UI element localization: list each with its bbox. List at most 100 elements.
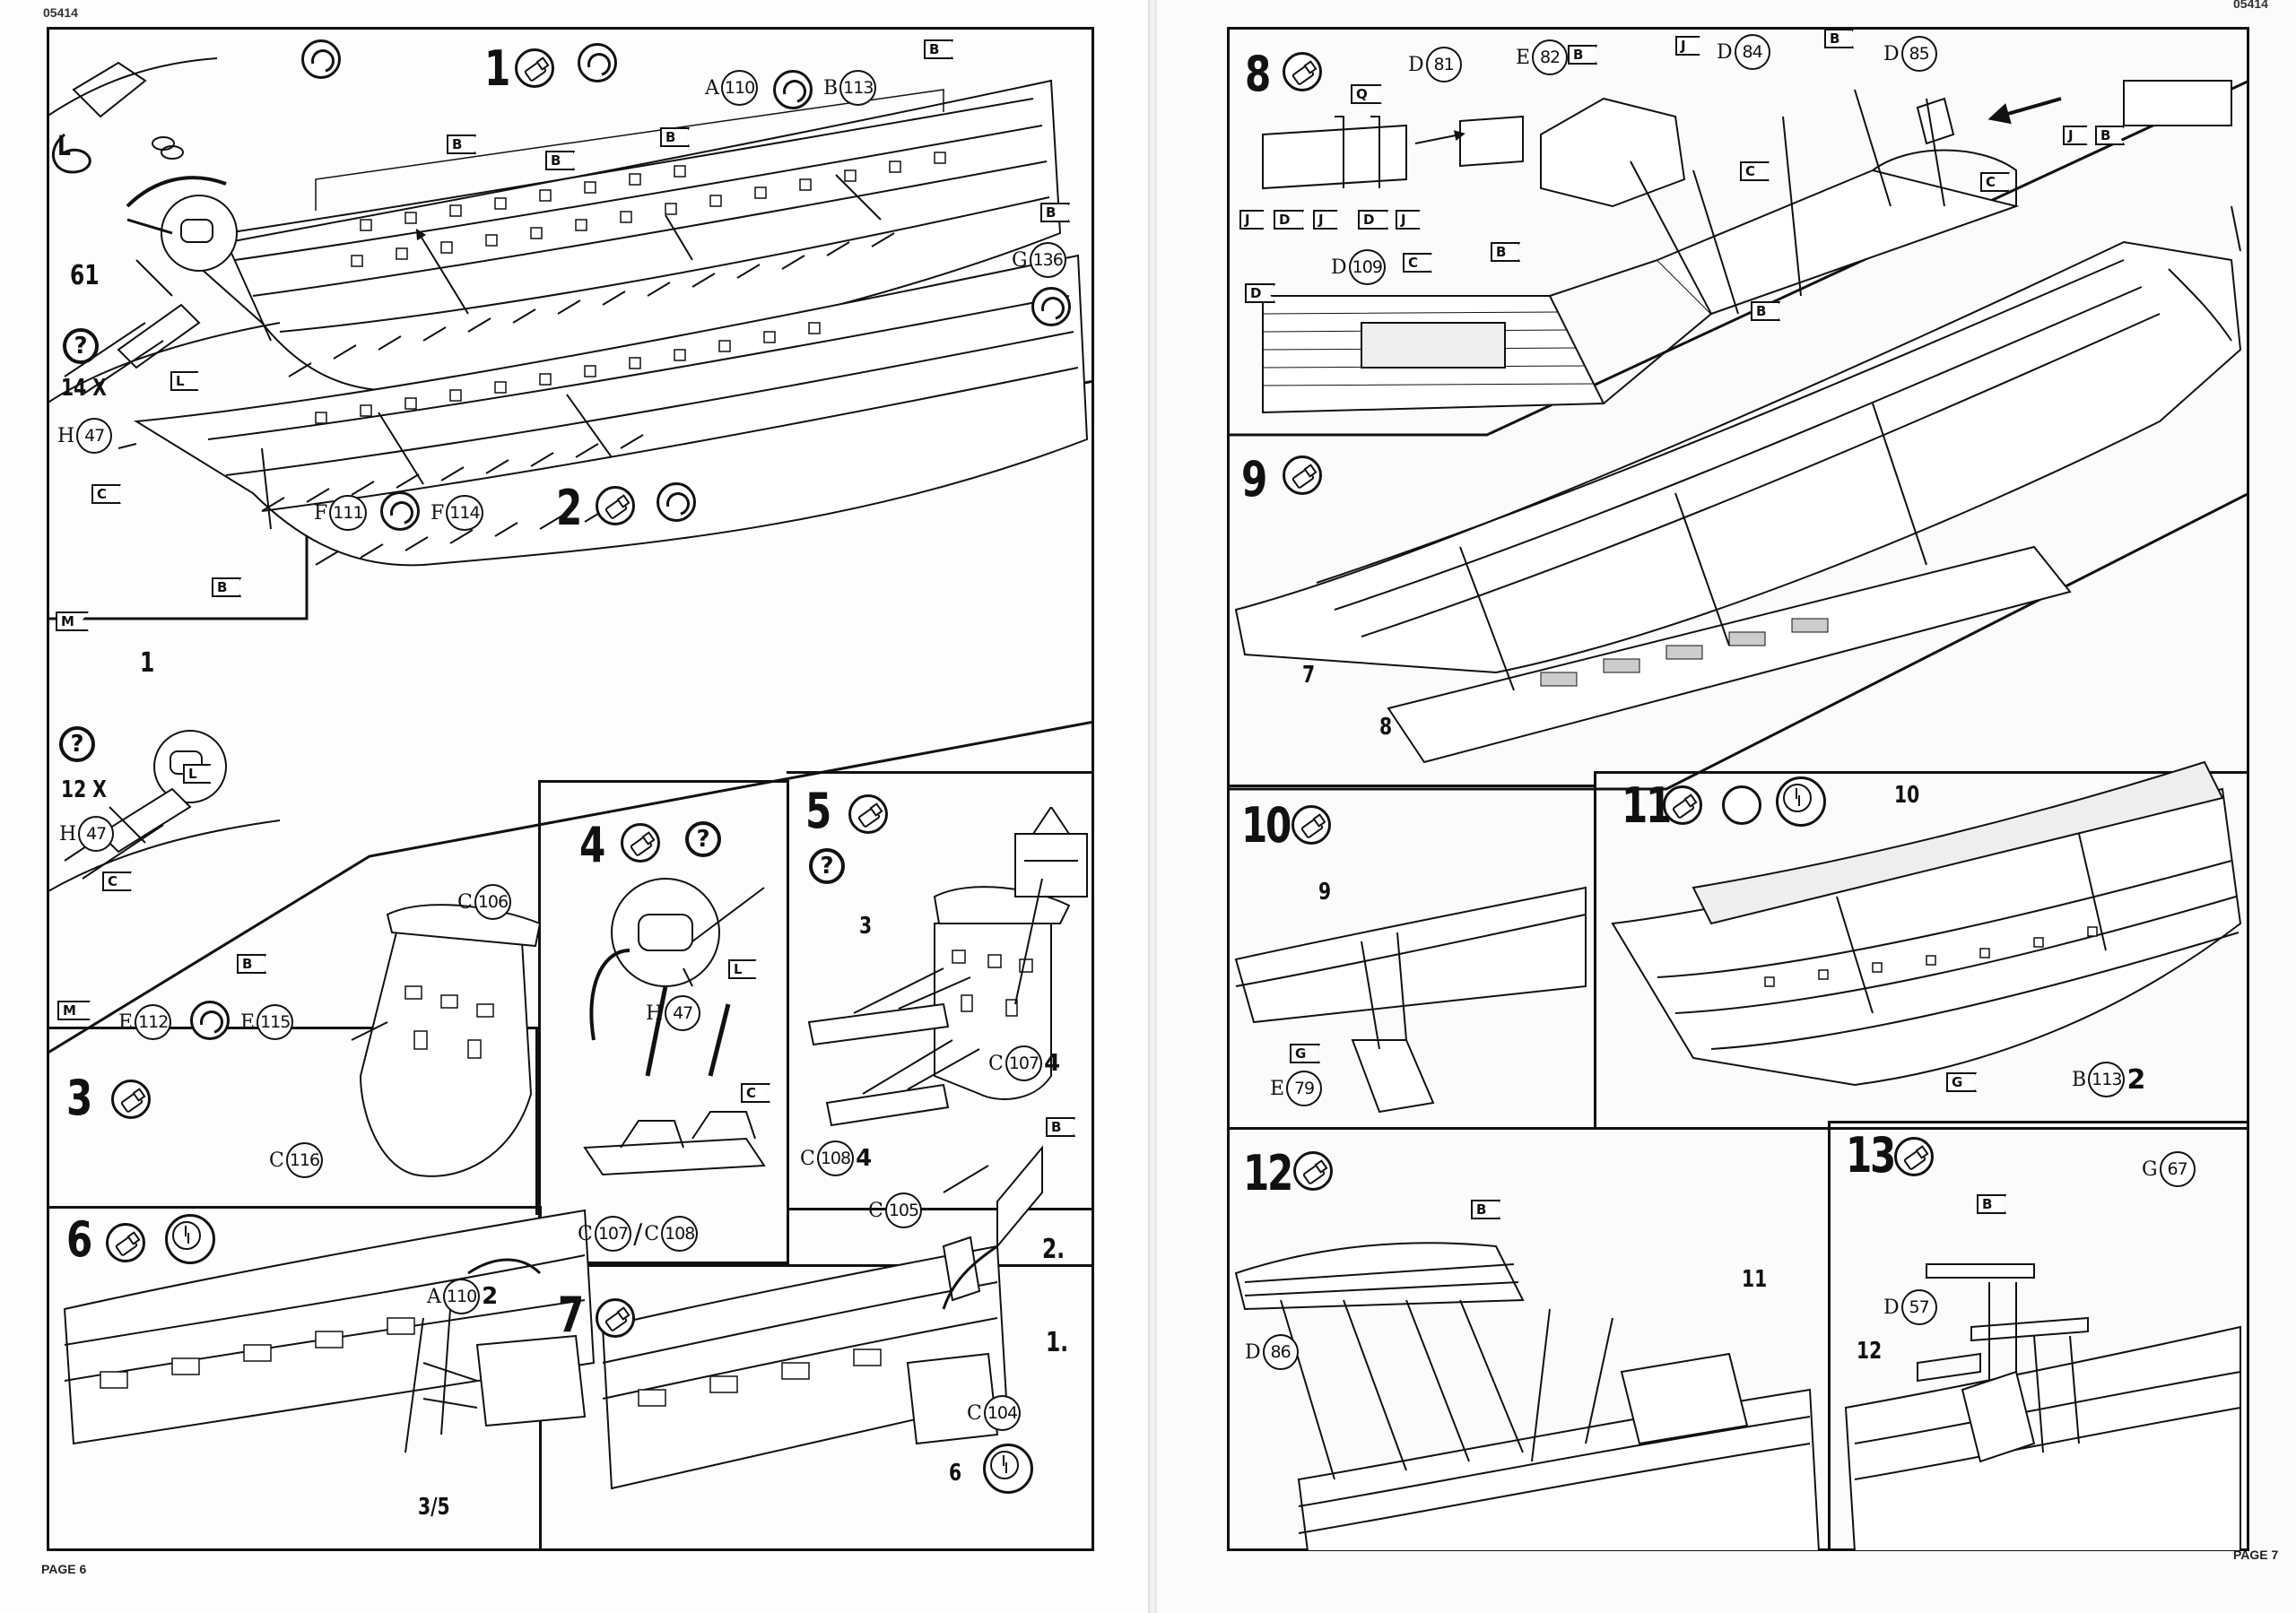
callout-1: 1	[140, 647, 155, 679]
callout-10: 10	[1894, 782, 1920, 809]
glue-icon	[596, 486, 635, 525]
turn-over-icon	[380, 491, 420, 531]
question-icon: ?	[685, 821, 721, 857]
step1-number: 1	[484, 40, 510, 97]
question-icon: ?	[63, 328, 99, 364]
multiplier: 12 X	[61, 776, 107, 803]
glue-icon	[106, 1223, 145, 1262]
flag-M: M	[56, 611, 89, 631]
turn-over-icon	[301, 39, 341, 79]
callout-9: 9	[1318, 879, 1332, 906]
step3-panel	[47, 1027, 538, 1215]
step10-number: 10	[1241, 797, 1292, 854]
step4-number: 4	[579, 817, 605, 873]
drying-time-icon	[165, 1214, 215, 1264]
glue-icon	[848, 794, 888, 834]
callout-12: 12	[1857, 1338, 1883, 1365]
order-1: 1.	[1046, 1327, 1069, 1358]
turn-over-icon	[578, 43, 617, 82]
ref-number: 61	[70, 260, 100, 291]
callout-3-5: 3/5	[418, 1494, 450, 1521]
step2-number: 2	[556, 480, 582, 536]
step13-number: 13	[1846, 1127, 1896, 1184]
step9-number: 9	[1241, 451, 1267, 507]
right-page: 05414 PAGE 7	[1157, 0, 2296, 1613]
turn-over-icon	[1031, 287, 1071, 326]
callout-7: 7	[1302, 662, 1316, 689]
flag-B: D	[1245, 283, 1276, 303]
flag-B: B	[237, 954, 267, 974]
callout-11: 11	[1742, 1266, 1768, 1293]
flag-L: L	[183, 764, 212, 784]
flag-J: J	[2063, 126, 2088, 145]
flag-G: G	[1290, 1044, 1321, 1063]
step11-panel	[1594, 771, 2249, 1130]
turn-over-icon	[773, 70, 813, 109]
callout-8: 8	[1379, 714, 1393, 741]
glue-icon	[515, 48, 554, 88]
glue-icon	[621, 823, 660, 863]
right-artwork	[1227, 79, 2249, 1551]
glue-icon	[1292, 805, 1331, 845]
step6-number: 6	[66, 1211, 92, 1268]
glue-icon	[111, 1080, 151, 1119]
multiplier: 14 X	[61, 375, 107, 402]
drying-time-icon	[1776, 776, 1826, 827]
step8-number: 8	[1245, 46, 1271, 102]
glue-icon	[1894, 1137, 1934, 1176]
flag-C: C	[1740, 161, 1770, 181]
question-icon: ?	[59, 726, 95, 762]
paint-icon	[1722, 785, 1761, 825]
corner-code: 05414	[2233, 0, 2268, 11]
book-gutter	[1148, 0, 1157, 1613]
corner-code: 05414	[43, 5, 78, 20]
flag-G: G	[1946, 1072, 1978, 1092]
left-page: 05414 PAGE 6	[0, 0, 1148, 1613]
drying-time-icon	[983, 1444, 1033, 1494]
step12-number: 12	[1243, 1145, 1293, 1201]
glue-icon	[1283, 455, 1322, 495]
flag-D: D	[1358, 210, 1389, 230]
step5-panel	[787, 771, 1094, 1210]
flag-C: C	[741, 1083, 771, 1103]
step4-panel	[538, 780, 789, 1264]
callout-3: 3	[859, 913, 873, 940]
glue-icon	[1293, 1151, 1333, 1191]
order-2: 2.	[1042, 1234, 1065, 1265]
step5-number: 5	[805, 783, 831, 839]
glue-icon	[1283, 52, 1322, 91]
turn-over-icon	[190, 1001, 230, 1040]
step7-number: 7	[558, 1287, 584, 1343]
glue-icon	[596, 1298, 635, 1338]
rope-label: L	[57, 131, 71, 162]
left-lower-artwork	[63, 807, 1088, 1490]
page-label: PAGE 7	[2233, 1548, 2279, 1562]
page-label: PAGE 6	[41, 1562, 87, 1576]
